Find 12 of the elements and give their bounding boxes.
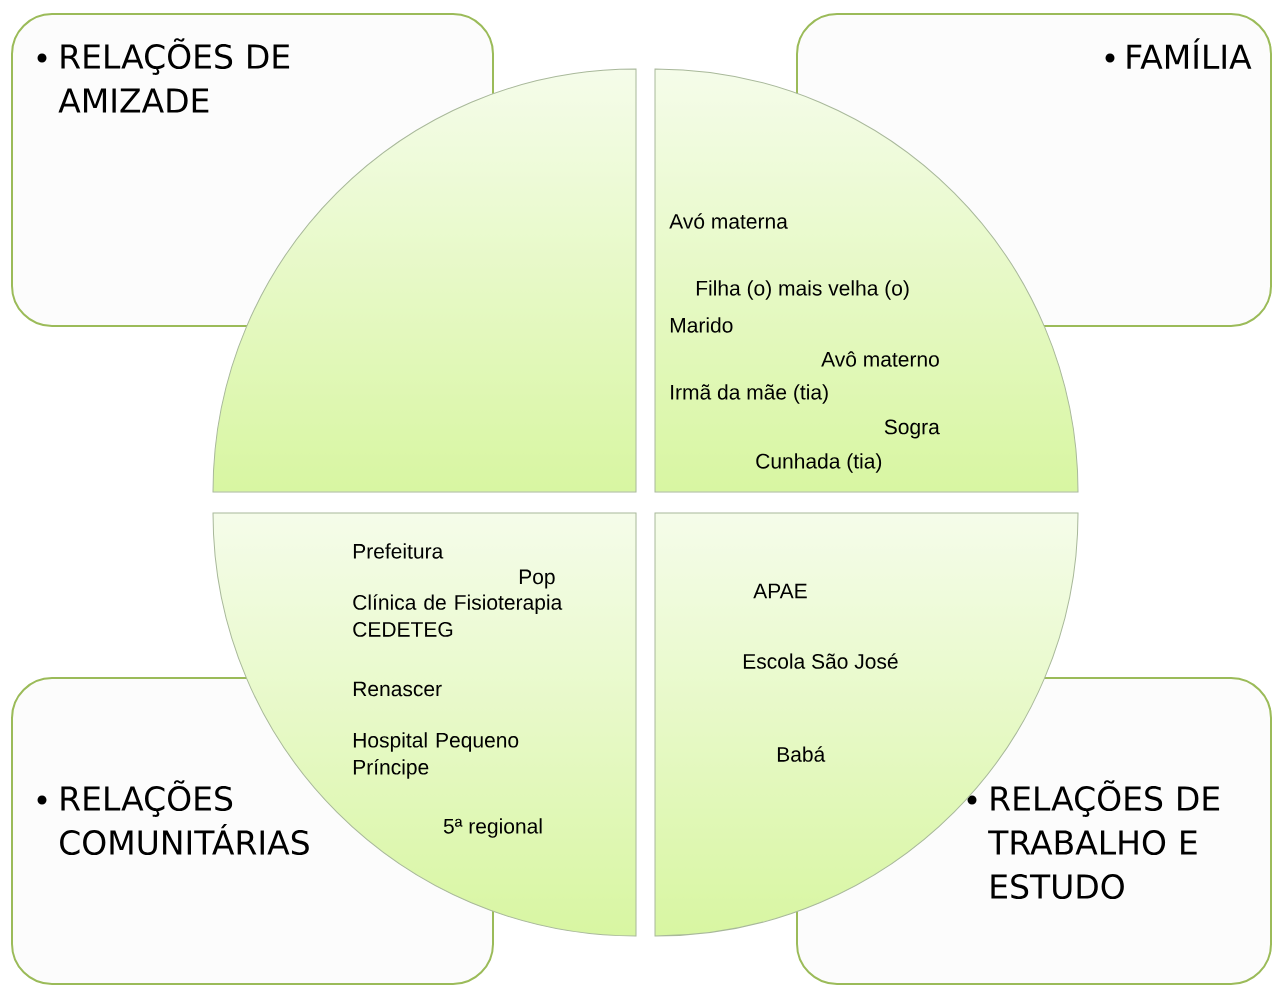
list-item: Prefeitura bbox=[353, 543, 444, 559]
list-item: Avó materna bbox=[669, 213, 788, 229]
list-item: Clínica de Fisioterapia CEDETEG bbox=[353, 594, 563, 637]
list-item: Sogra bbox=[884, 419, 940, 439]
list-item: APAE bbox=[753, 583, 807, 599]
list-item: Pop bbox=[519, 569, 555, 589]
list-item: Escola São José bbox=[743, 653, 898, 669]
list-item: Renascer bbox=[353, 681, 442, 697]
list-item: Avô materno bbox=[821, 351, 939, 367]
list-item: Marido bbox=[670, 317, 733, 333]
list-item: Irmã da mãe (tia) bbox=[671, 384, 828, 404]
list-item: Cunhada (tia) bbox=[756, 453, 882, 473]
